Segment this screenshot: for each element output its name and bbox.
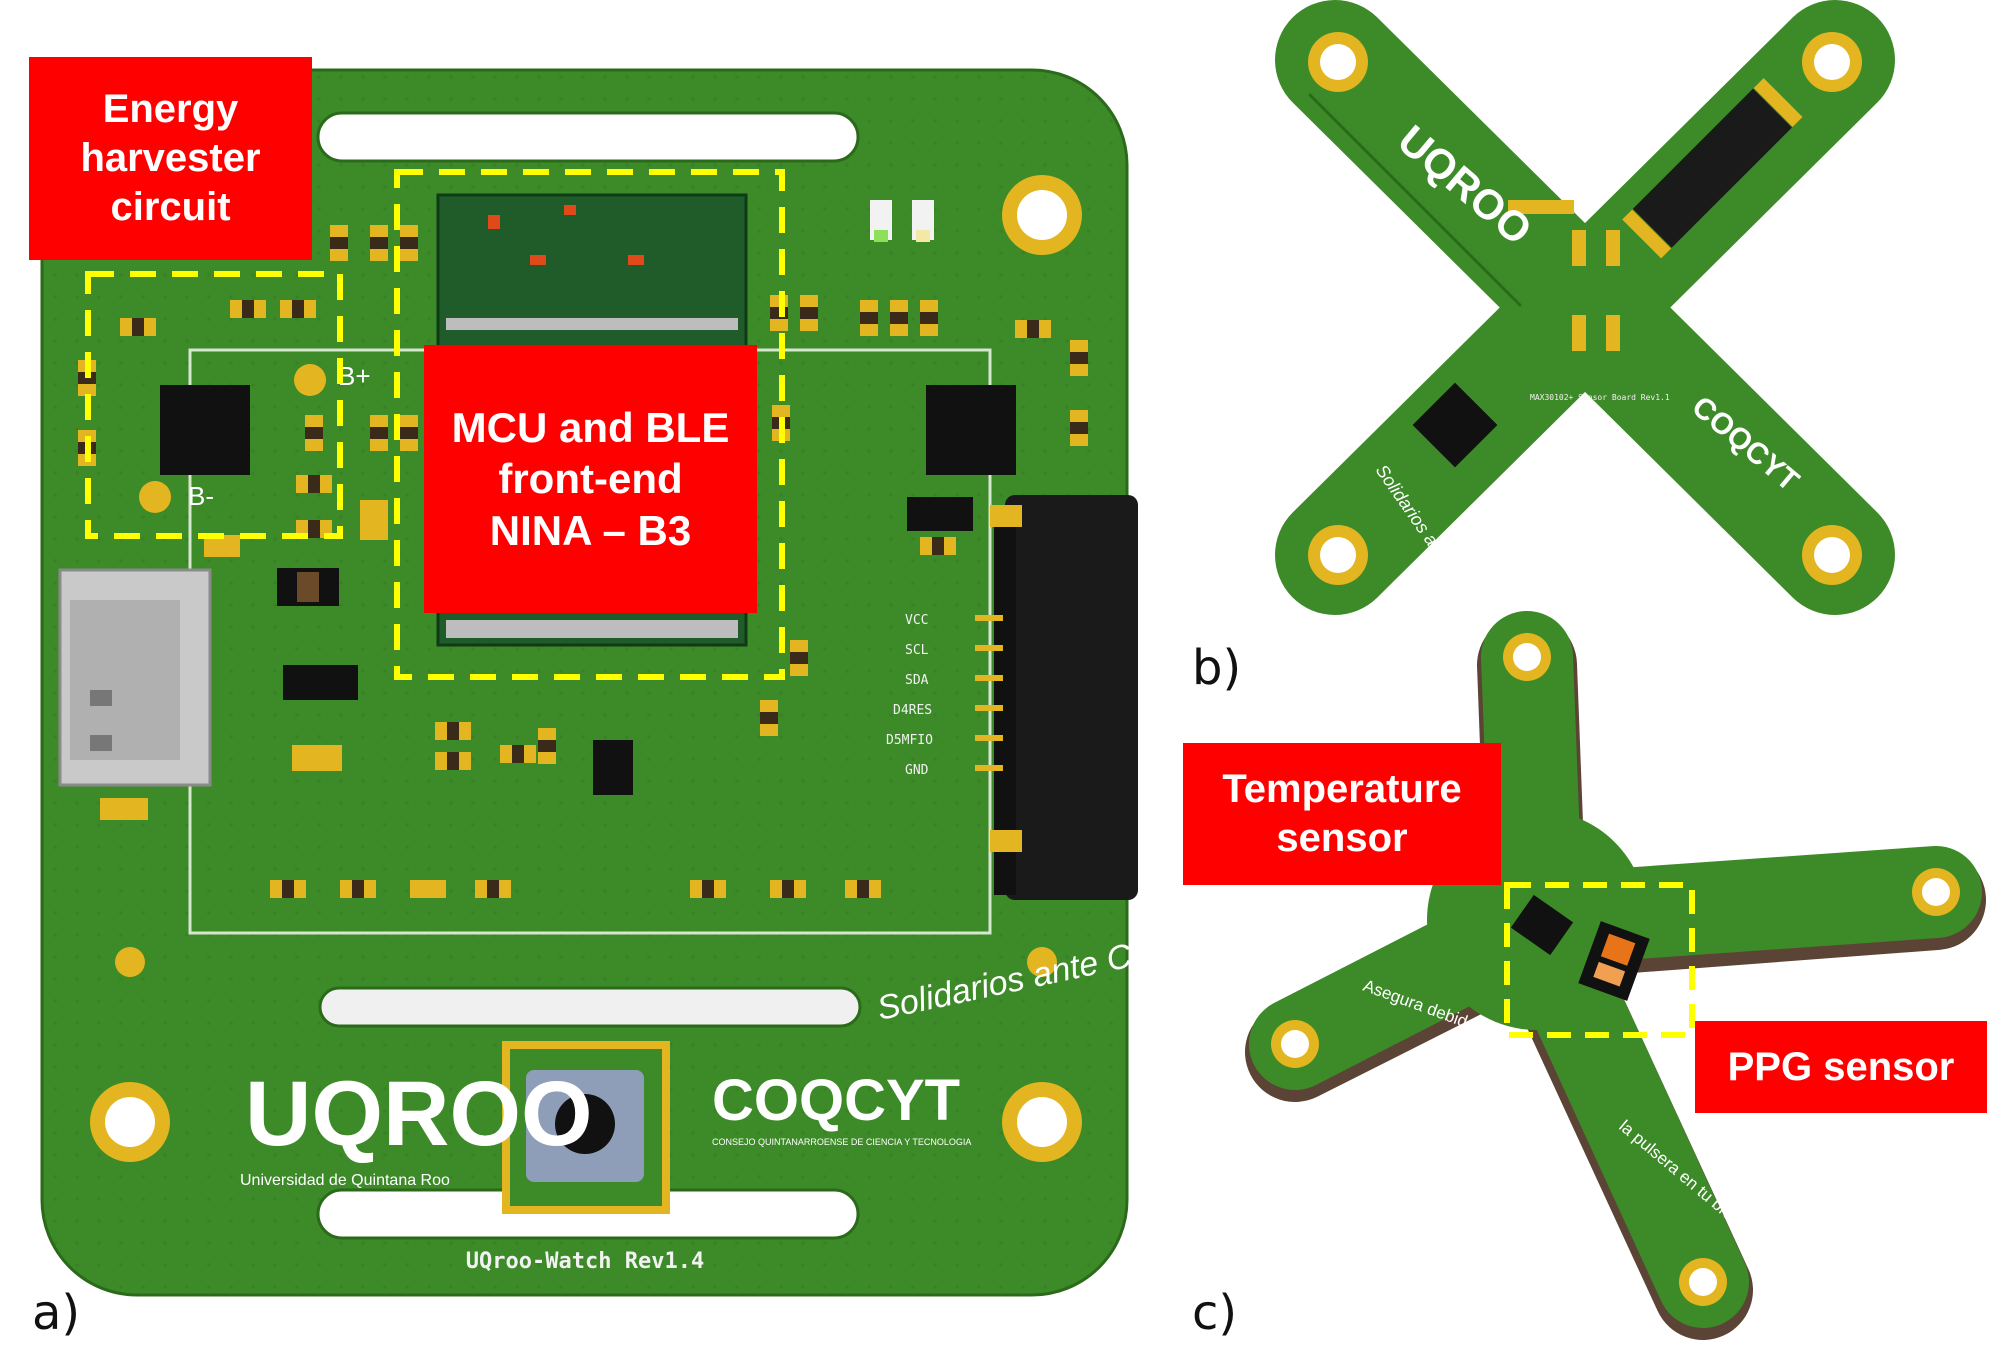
temperature-sensor-callout: Temperature sensor [1183,743,1501,885]
battery-slot [318,986,862,1028]
coqcyt-logo-subtitle: CONSEJO QUINTANARROENSE DE CIENCIA Y TEC… [712,1137,971,1147]
svg-text:D4RES: D4RES [893,703,932,718]
uqroo-logo-text: UQROO [245,1063,593,1165]
board-b-title: MAX30102+ Sensor Board Rev1.1 [1530,393,1670,402]
svg-text:SDA: SDA [905,673,929,688]
revision-text: UQroo-Watch Rev1.4 [466,1249,704,1274]
diode-d1 [283,665,358,700]
board-c: Asegura debidamente la pulsera en tu bra… [1245,611,1986,1340]
temperature-sensor-ic [1510,894,1574,956]
panel-label-c: c) [1192,1285,1238,1341]
energy-harvester-callout: Energy harvester circuit [29,57,312,260]
ic-d2 [593,740,633,795]
sensor-highlight [1504,882,1695,1038]
ic-u4 [907,497,973,531]
svg-text:SCL: SCL [905,643,929,658]
strap-slot-top [316,111,860,163]
ic-u3 [926,385,1016,475]
panel-label-b: b) [1192,640,1242,696]
harvester-ic [160,385,250,475]
ppg-sensor-callout: PPG sensor [1695,1021,1987,1113]
svg-text:GND: GND [905,763,929,778]
uqroo-logo-subtitle: Universidad de Quintana Roo [240,1172,450,1189]
board-b: UQROO COQCYT MAX30102+ Sensor Board Rev1… [1275,0,1895,633]
board-a: UQROO Universidad de Quintana Roo COQCYT… [40,68,1244,1297]
mcu-ble-highlight [394,169,785,680]
svg-text:D5MFIO: D5MFIO [886,733,933,748]
mcu-ble-callout: MCU and BLE front-end NINA – B3 [424,345,757,613]
pin-labels: VCC SCL SDA D4RES D5MFIO GND [886,613,933,778]
energy-harvester-highlight [85,271,343,539]
bplus-label: B+ [338,361,371,391]
pin-pads [975,615,1003,771]
fpc-connector-b [1622,78,1803,259]
mounting-hole [90,175,1082,1162]
fpc-connector [1005,495,1138,900]
bminus-label: B- [188,481,214,511]
panel-label-a: a) [32,1285,81,1341]
coqcyt-logo-text: COQCYT [712,1068,960,1133]
passive-components [78,200,1088,898]
svg-text:VCC: VCC [905,613,928,628]
